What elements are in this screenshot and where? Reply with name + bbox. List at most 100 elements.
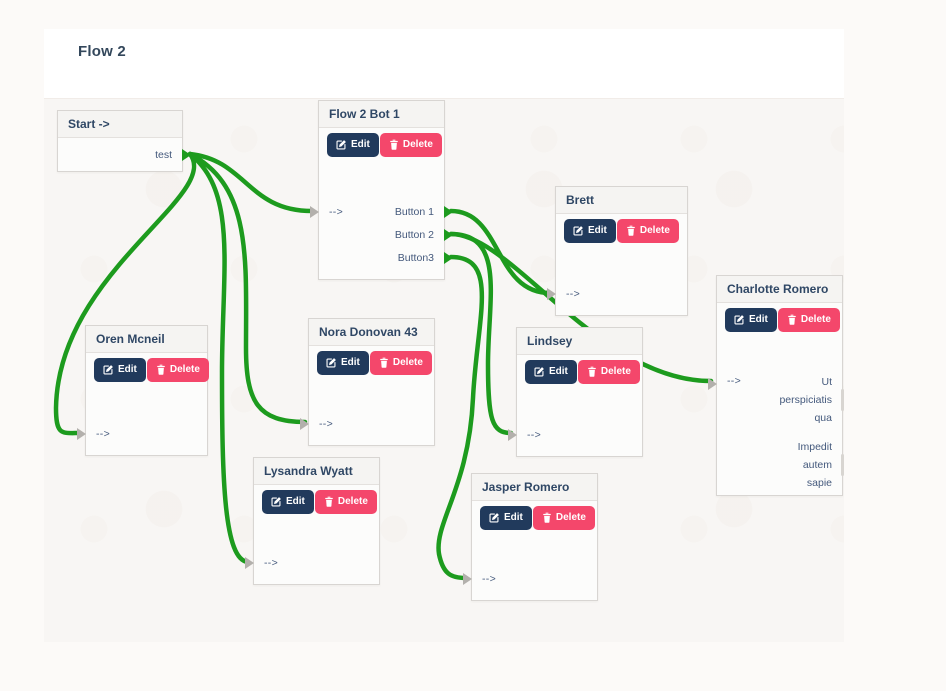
delete-button[interactable]: Delete xyxy=(616,218,679,243)
delete-button[interactable]: Delete xyxy=(577,359,640,384)
input-handle[interactable] xyxy=(508,428,517,441)
node-title: Oren Mcneil xyxy=(86,326,207,353)
delete-button[interactable]: Delete xyxy=(369,350,432,375)
node-row: --> xyxy=(508,423,642,446)
node-spacer xyxy=(717,333,842,373)
node-row: --> xyxy=(463,567,597,590)
button3-output-handle[interactable] xyxy=(444,251,453,264)
delete-button[interactable]: Delete xyxy=(532,505,595,530)
node-row: --> xyxy=(300,412,434,435)
node-spacer xyxy=(472,531,597,567)
trash-icon xyxy=(542,512,552,523)
node-actions: Edit Delete xyxy=(517,355,642,385)
node-title: Nora Donovan 43 xyxy=(309,319,434,346)
page-title: Flow 2 xyxy=(78,43,126,60)
input-handle[interactable] xyxy=(77,427,86,440)
delete-button[interactable]: Delete xyxy=(146,357,209,382)
pencil-square-icon xyxy=(326,357,337,368)
input-label: --> xyxy=(329,205,344,218)
node-row: --> xyxy=(547,282,687,305)
test-output-handle[interactable] xyxy=(182,148,191,161)
output-label: Button 2 xyxy=(394,228,434,241)
delete-button-label: Delete xyxy=(169,364,200,375)
node-padding xyxy=(717,492,842,495)
trash-icon xyxy=(156,364,166,375)
delete-button[interactable]: Delete xyxy=(379,132,442,157)
edit-button[interactable]: Edit xyxy=(525,359,577,384)
delete-button-label: Delete xyxy=(600,366,631,377)
trash-icon xyxy=(626,225,636,236)
edit-button-label: Edit xyxy=(341,357,360,368)
output-handle-ut-perspiciatis[interactable] xyxy=(841,389,844,411)
edit-button-label: Edit xyxy=(286,496,305,507)
delete-button-label: Delete xyxy=(392,357,423,368)
node-padding xyxy=(309,435,434,445)
trash-icon xyxy=(389,139,399,150)
node-actions: Edit Delete xyxy=(472,501,597,531)
edge-start-test-to-flow2bot1[interactable] xyxy=(187,151,315,214)
input-handle[interactable] xyxy=(463,572,472,585)
output-handle-impedit-autem[interactable] xyxy=(841,454,844,476)
input-label: --> xyxy=(264,556,279,569)
delete-button-label: Delete xyxy=(402,139,433,150)
delete-button[interactable]: Delete xyxy=(314,489,377,514)
delete-button-label: Delete xyxy=(555,512,586,523)
edit-button-label: Edit xyxy=(749,314,768,325)
input-handle[interactable] xyxy=(300,417,309,430)
edge-start-test-to-oren-mcneil[interactable] xyxy=(53,151,197,436)
delete-button[interactable]: Delete xyxy=(777,307,840,332)
delete-button-label: Delete xyxy=(639,225,670,236)
edit-button[interactable]: Edit xyxy=(262,489,314,514)
input-label: --> xyxy=(566,287,581,300)
edit-button-label: Edit xyxy=(588,225,607,236)
node-spacer xyxy=(319,158,444,200)
output-label: Ut perspiciatis qua xyxy=(779,376,832,424)
edge-button2-to-lindsey[interactable] xyxy=(448,231,514,436)
node-padding xyxy=(556,305,687,315)
node-nora[interactable]: Nora Donovan 43 Edit Delete --> xyxy=(300,318,435,446)
pencil-square-icon xyxy=(573,225,584,236)
node-padding xyxy=(517,446,642,456)
delete-button-label: Delete xyxy=(800,314,831,325)
edge-start-test-to-nora-donovan[interactable] xyxy=(187,151,308,425)
node-actions: Edit Delete xyxy=(309,346,434,376)
node-title: Start -> xyxy=(58,111,182,138)
edit-button[interactable]: Edit xyxy=(564,218,616,243)
edit-button[interactable]: Edit xyxy=(94,357,146,382)
pencil-square-icon xyxy=(271,496,282,507)
button1-output-handle[interactable] xyxy=(444,205,453,218)
edge-button3-to-jasper-romero[interactable] xyxy=(436,254,485,581)
node-row: --> xyxy=(245,551,379,574)
edit-button[interactable]: Edit xyxy=(725,307,777,332)
flow-titlebar: Flow 2 xyxy=(44,29,844,99)
node-spacer xyxy=(254,515,379,551)
node-row: --> xyxy=(77,422,207,445)
edge-button1-to-brett[interactable] xyxy=(448,208,553,296)
node-actions: Edit Delete xyxy=(319,128,444,158)
edit-button[interactable]: Edit xyxy=(317,350,369,375)
trash-icon xyxy=(324,496,334,507)
node-title: Brett xyxy=(556,187,687,214)
input-handle[interactable] xyxy=(708,378,717,390)
edit-button[interactable]: Edit xyxy=(327,132,379,157)
input-handle[interactable] xyxy=(310,205,319,218)
pencil-square-icon xyxy=(103,364,114,375)
pencil-square-icon xyxy=(534,366,545,377)
edit-button-label: Edit xyxy=(118,364,137,375)
node-start[interactable]: Start ->test xyxy=(57,110,191,172)
button2-output-handle[interactable] xyxy=(444,228,453,241)
input-handle[interactable] xyxy=(547,287,556,300)
edit-button[interactable]: Edit xyxy=(480,505,532,530)
node-title: Flow 2 Bot 1 xyxy=(319,101,444,128)
input-handle[interactable] xyxy=(245,556,254,569)
edge-start-test-to-lysandra-wyatt[interactable] xyxy=(187,151,251,565)
